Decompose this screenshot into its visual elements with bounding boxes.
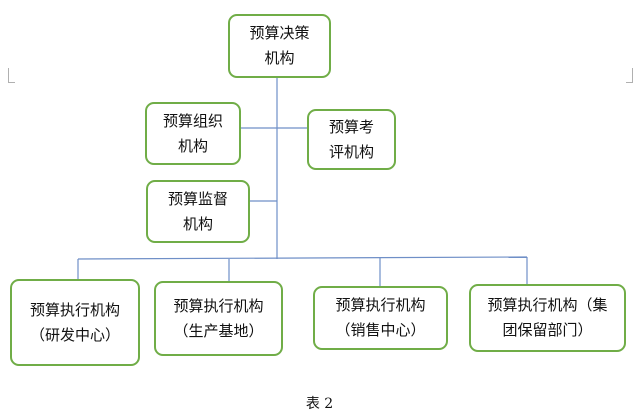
node-exec-rd-center: 预算执行机构 （研发中心） [10,279,140,366]
node-exec-production-base-label: 预算执行机构 （生产基地） [173,296,264,340]
distribution-bar [77,256,528,260]
node-budget-organization-label: 预算组织 机构 [162,111,223,155]
node-exec-sales-center-label: 预算执行机构 （销售中心） [335,296,426,339]
node-budget-supervision-label: 预算监督 机构 [167,189,228,233]
node-exec-production-base: 预算执行机构 （生产基地） [154,281,283,356]
node-budget-assessment-label: 预算考 评机构 [328,117,374,161]
node-exec-sales-center: 预算执行机构 （销售中心） [313,286,448,350]
page-corner-mark-left [8,68,15,83]
node-exec-group-department-label: 预算执行机构（集 团保留部门） [487,296,608,339]
node-budget-decision: 预算决策 机构 [228,14,331,78]
node-exec-group-department: 预算执行机构（集 团保留部门） [469,284,626,352]
page-corner-mark-right [626,68,633,83]
node-budget-supervision: 预算监督 机构 [146,180,250,243]
node-budget-assessment: 预算考 评机构 [307,109,396,170]
figure-caption: 表 2 [305,396,334,412]
node-exec-rd-center-label: 预算执行机构 （研发中心） [29,300,120,344]
node-budget-decision-label: 预算决策 机构 [249,24,310,67]
node-budget-organization: 预算组织 机构 [145,102,241,165]
